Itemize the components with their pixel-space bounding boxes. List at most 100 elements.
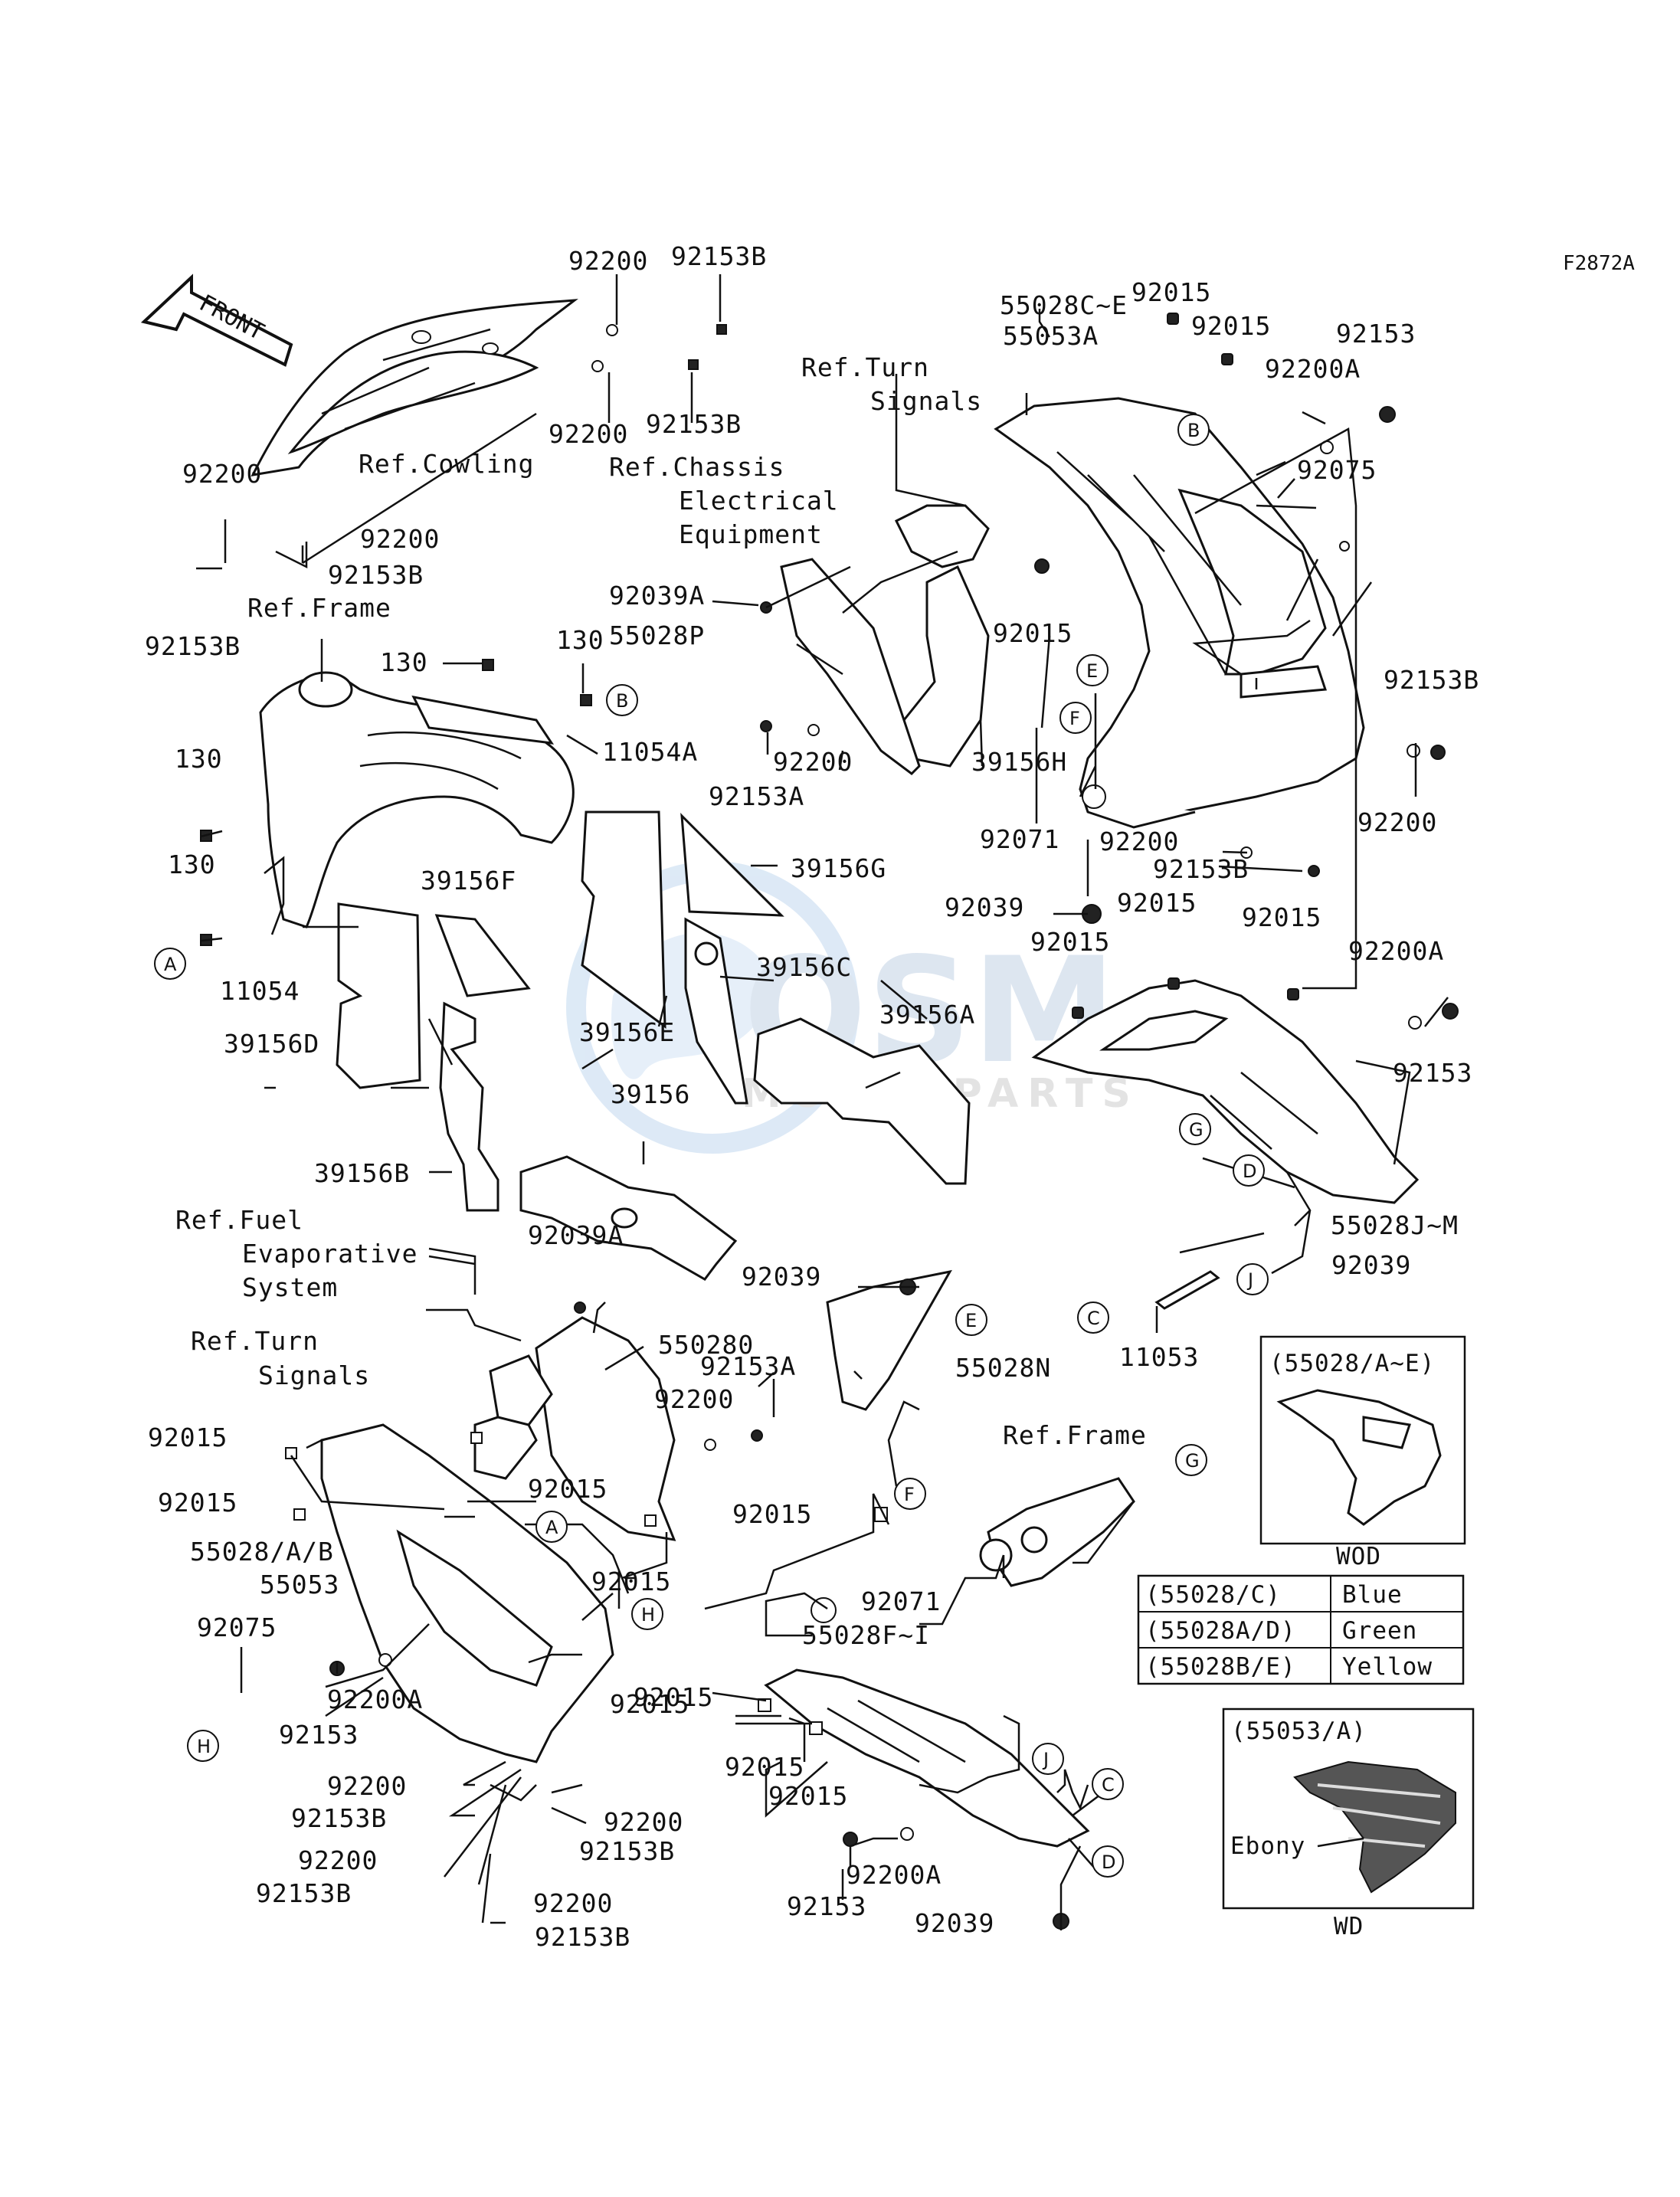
callout-label: 92153A: [709, 781, 804, 811]
callout-label: 92200: [549, 419, 628, 449]
ref-fuel-3: System: [242, 1272, 338, 1302]
front-arrow: FRONT: [140, 273, 293, 367]
svg-text:H: H: [641, 1604, 655, 1626]
callout-label: 92153B: [1384, 665, 1479, 695]
svg-text:C: C: [1087, 1308, 1100, 1329]
callout-label: 92015: [610, 1689, 689, 1719]
circle-letter-c: C: [1092, 1768, 1124, 1800]
color-table: (55028/C) Blue (55028A/D) Green (55028B/…: [1137, 1574, 1465, 1685]
ref-turn-top-2: Signals: [870, 386, 982, 416]
callout-label: 55028F~I: [802, 1620, 930, 1650]
callout-label: 92200: [1099, 827, 1179, 856]
ref-turn-bot-2: Signals: [258, 1360, 370, 1390]
ref-frame-bottom: Ref.Frame: [1003, 1420, 1147, 1450]
callout-label: 92153B: [328, 560, 424, 590]
circle-letter-h: H: [631, 1598, 663, 1630]
ref-fuel-2: Evaporative: [242, 1239, 418, 1269]
callout-label: 550280: [658, 1330, 754, 1360]
part-label: 39156G: [791, 853, 886, 883]
svg-text:E: E: [965, 1310, 977, 1331]
leader-lines: [196, 274, 1449, 1930]
upper-fairing: [780, 397, 1365, 829]
callout-label: 92039: [945, 892, 1024, 922]
circle-letter-d: D: [1233, 1154, 1265, 1187]
circle-letter-f: F: [1059, 702, 1092, 734]
frame-ref-part: [259, 671, 575, 928]
side-panel-39156h: [902, 565, 990, 768]
callout-label: 92039: [1331, 1250, 1411, 1280]
callout-label: 39156H: [971, 747, 1067, 777]
callout-label: 92200: [182, 459, 262, 489]
circle-letter-b: B: [1177, 414, 1210, 446]
color-table-color: Green: [1342, 1617, 1417, 1645]
callout-label: 92153B: [145, 631, 241, 661]
svg-text:B: B: [616, 690, 628, 712]
callout-label: 130: [380, 647, 428, 677]
panel-55028n: [826, 1269, 952, 1411]
callout-label: 92200A: [327, 1685, 423, 1714]
callout-label: 92200: [533, 1888, 613, 1918]
callout-label: 92200: [568, 246, 648, 276]
part-label: 39156B: [314, 1158, 410, 1188]
svg-text:H: H: [197, 1736, 211, 1757]
callout-label: 92200: [360, 524, 440, 554]
callout-label: 92015: [1117, 888, 1197, 918]
pad-39156f: [434, 914, 531, 997]
callout-label: 92153: [1393, 1058, 1472, 1088]
callout-label: 92075: [1297, 455, 1377, 485]
circle-letter-f: F: [894, 1478, 926, 1510]
callout-label: 92153B: [1153, 854, 1249, 884]
inset-wd-caption: WD: [1334, 1913, 1364, 1940]
figure-id: F2872A: [1563, 252, 1635, 275]
callout-label: 55053A: [1003, 321, 1099, 351]
color-table-code: (55028B/E): [1145, 1653, 1296, 1681]
callout-label: 11054: [220, 976, 300, 1006]
ref-fuel-1: Ref.Fuel: [175, 1205, 303, 1235]
circle-letter-g: G: [1175, 1444, 1207, 1476]
callout-label: 92015: [158, 1488, 237, 1518]
callout-labels: 92200 92153B 92200 92153B 92200 92200 92…: [145, 241, 1479, 1952]
callout-label: 92153A: [700, 1351, 796, 1381]
color-table-color: Yellow: [1342, 1653, 1433, 1681]
callout-label: 92015: [725, 1752, 804, 1782]
pad-39156d: [336, 902, 421, 1089]
svg-text:E: E: [1086, 660, 1098, 682]
callout-label: 92015: [148, 1423, 228, 1452]
svg-text:J: J: [1042, 1749, 1049, 1770]
callout-label: 55028N: [955, 1353, 1051, 1383]
callout-label: 92015: [993, 618, 1073, 648]
ref-turn-top-1: Ref.Turn: [801, 352, 929, 382]
callout-label: 92153B: [646, 409, 742, 439]
callout-label: 92200: [654, 1384, 734, 1414]
part-label: 39156D: [224, 1029, 319, 1059]
callout-label: 92039A: [609, 581, 705, 611]
lower-center-fairing: [764, 1668, 1090, 1848]
callout-label: 92015: [634, 1682, 713, 1712]
callout-label: 55028/A/B: [190, 1537, 334, 1567]
callout-label: 130: [175, 744, 223, 774]
callout-label: 92075: [197, 1613, 277, 1642]
callout-label: 92071: [980, 824, 1059, 854]
color-table-code: (55028A/D): [1145, 1617, 1296, 1645]
ref-frame-top: Ref.Frame: [247, 593, 391, 623]
pad-39156b: [439, 1001, 499, 1212]
svg-text:G: G: [1185, 1450, 1200, 1472]
callout-label: 92200: [604, 1807, 683, 1837]
circle-letter-j: J: [1236, 1263, 1269, 1295]
callout-label: 92153: [279, 1720, 359, 1750]
callout-label: 92015: [1030, 927, 1110, 957]
callout-label: 130: [168, 850, 216, 879]
part-label: 39156E: [579, 1017, 675, 1047]
ref-cowling: Ref.Cowling: [359, 449, 535, 479]
callout-label: 92153: [1336, 319, 1416, 349]
color-table-code: (55028/C): [1145, 1581, 1281, 1609]
callout-label: 92200: [298, 1845, 378, 1875]
callout-label: 92200: [327, 1771, 407, 1801]
svg-text:F: F: [904, 1484, 915, 1505]
callout-label: 92039: [915, 1908, 994, 1938]
circle-letter-e: E: [1076, 654, 1109, 686]
svg-text:F: F: [1069, 708, 1080, 729]
callout-label: 55028C~E: [1000, 290, 1128, 320]
circle-letter-a: A: [154, 948, 186, 980]
